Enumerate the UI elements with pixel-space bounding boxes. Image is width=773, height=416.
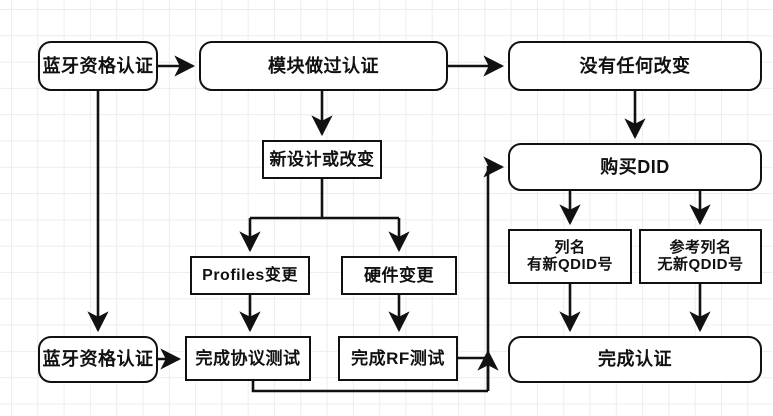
node-no-change[interactable]: 没有任何改变 <box>508 41 762 91</box>
node-reference-listed-no-new-qdid[interactable]: 参考列名 无新QDID号 <box>639 229 762 284</box>
edge-newdesign-splitter <box>250 179 399 220</box>
node-profiles-change[interactable]: Profiles变更 <box>190 256 310 295</box>
edge-riser-to-buydid <box>483 156 505 391</box>
node-complete-rf-test[interactable]: 完成RF测试 <box>338 336 458 381</box>
node-bluetooth-qualification-bottom[interactable]: 蓝牙资格认证 <box>38 336 158 383</box>
edge-proto-to-buydid <box>251 381 488 393</box>
node-new-design-or-change[interactable]: 新设计或改变 <box>262 140 382 179</box>
node-certification-complete[interactable]: 完成认证 <box>508 336 762 383</box>
node-complete-protocol-test[interactable]: 完成协议测试 <box>185 336 311 381</box>
node-listed-new-qdid[interactable]: 列名 有新QDID号 <box>508 229 632 284</box>
node-module-certified[interactable]: 模块做过认证 <box>199 41 448 91</box>
node-bluetooth-qualification-top[interactable]: 蓝牙资格认证 <box>38 41 158 91</box>
node-buy-did[interactable]: 购买DID <box>508 143 762 191</box>
node-hardware-change[interactable]: 硬件变更 <box>341 256 457 295</box>
